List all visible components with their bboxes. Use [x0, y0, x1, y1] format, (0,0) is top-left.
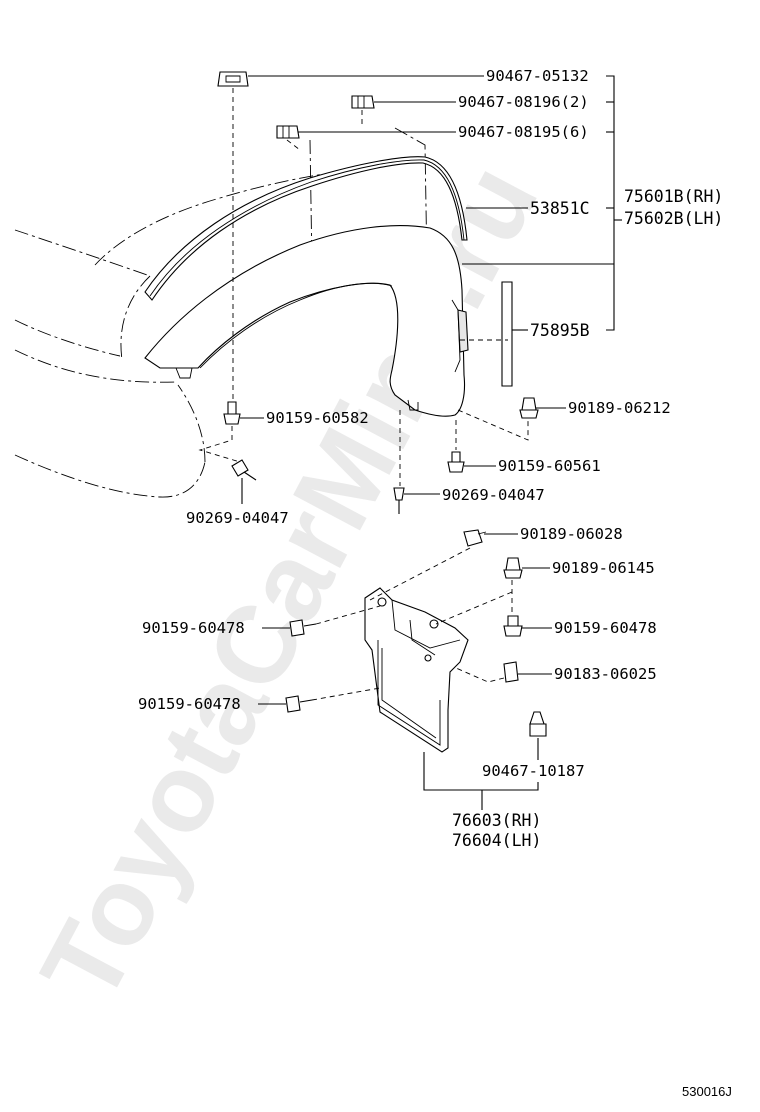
screw-90159-60478-left: [289, 619, 317, 637]
screw-90159-60561: [447, 451, 465, 473]
clip-90189-06028: [463, 529, 487, 547]
clip-90467-08195: [276, 125, 300, 139]
label-75895b: 75895B: [530, 321, 590, 340]
screw-90159-60478-right: [503, 615, 523, 637]
clip-90467-08196: [351, 95, 375, 109]
rivet-90269-04047-left: [231, 459, 257, 481]
label-90467-10187: 90467-10187: [482, 762, 585, 780]
figure-code: 530016J: [682, 1084, 732, 1099]
label-90159-60478-right: 90159-60478: [554, 619, 657, 637]
mud-guard: [364, 587, 469, 753]
label-90269-04047-left: 90269-04047: [186, 509, 289, 527]
label-90189-06145: 90189-06145: [552, 559, 655, 577]
label-76604-lh: 76604(LH): [452, 831, 541, 850]
label-90159-60561: 90159-60561: [498, 457, 601, 475]
screw-90159-60478-lower: [285, 695, 313, 713]
nut-90183-06025: [503, 661, 519, 683]
label-90159-60582: 90159-60582: [266, 409, 369, 427]
fender-moulding-53851c: [144, 156, 468, 301]
label-90189-06028: 90189-06028: [520, 525, 623, 543]
label-90159-60478-lower: 90159-60478: [138, 695, 241, 713]
label-75602b-lh: 75602B(LH): [624, 209, 723, 228]
part-labels: 90467-05132 90467-08196(2) 90467-08195(6…: [138, 67, 732, 1099]
screw-90159-60582: [223, 401, 241, 425]
installation-lines: [198, 88, 529, 701]
label-90189-06212: 90189-06212: [568, 399, 671, 417]
label-90159-60478-left: 90159-60478: [142, 619, 245, 637]
clip-90189-06212: [519, 397, 539, 419]
rivet-90269-04047-center: [393, 487, 405, 514]
label-90467-08196: 90467-08196(2): [458, 93, 589, 111]
fender-flare: [144, 225, 469, 417]
label-75601b-rh: 75601B(RH): [624, 187, 723, 206]
label-90467-05132: 90467-05132: [486, 67, 589, 85]
label-53851c: 53851C: [530, 199, 590, 218]
label-90269-04047-center: 90269-04047: [442, 486, 545, 504]
clip-90189-06145: [503, 557, 523, 579]
clip-90467-10187: [529, 711, 547, 737]
clip-90467-05132: [217, 71, 249, 87]
label-76603-rh: 76603(RH): [452, 811, 541, 830]
label-90467-08195: 90467-08195(6): [458, 123, 589, 141]
fender-strip-75895b: [501, 281, 513, 387]
leader-lines: [240, 75, 622, 810]
label-90183-06025: 90183-06025: [554, 665, 657, 683]
